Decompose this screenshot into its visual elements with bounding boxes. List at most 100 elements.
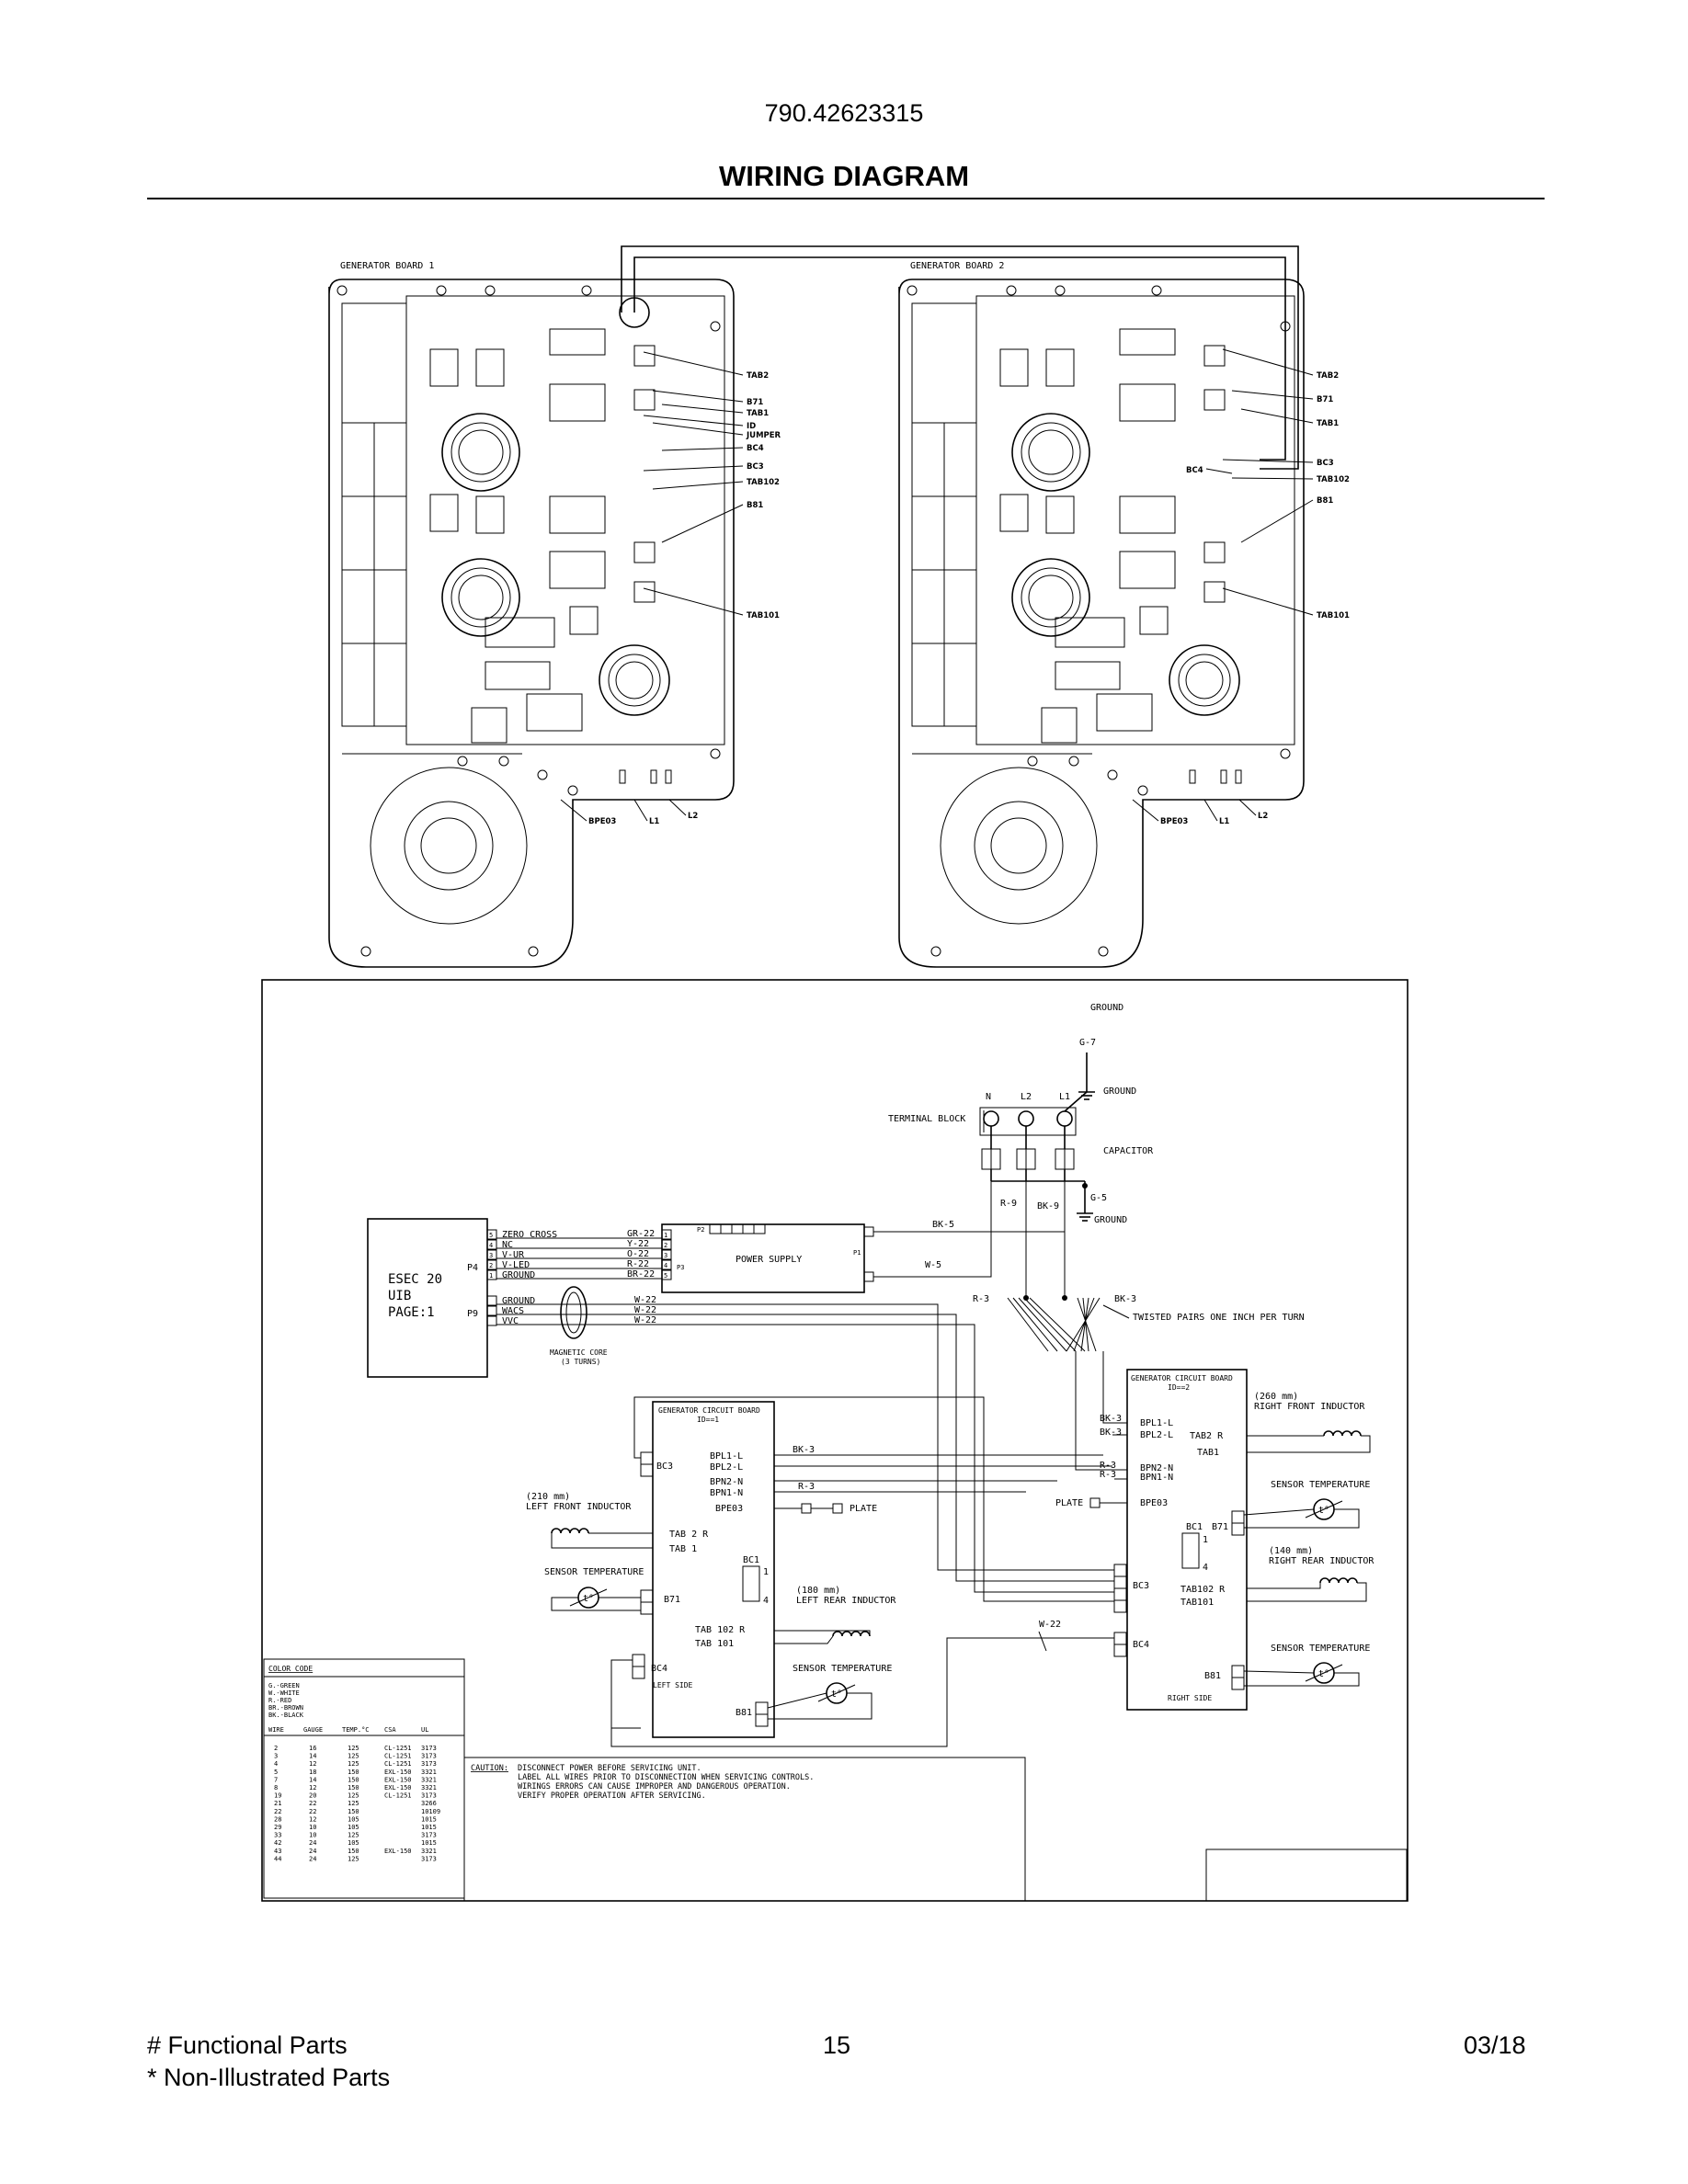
bc4-pin	[632, 1654, 645, 1667]
bk3-label: BK-3	[1114, 1294, 1136, 1304]
board1-leader	[661, 504, 744, 543]
right-bpl1-label: BPL1-L	[1140, 1418, 1173, 1428]
board2-callout-label: L2	[1258, 812, 1268, 821]
board2-leader	[1240, 499, 1314, 543]
component	[1119, 551, 1176, 589]
fan-hub	[420, 817, 477, 874]
p1-pin	[863, 1271, 874, 1282]
color-code-cell: 8	[274, 1784, 278, 1792]
board1-callout-label: TAB1	[747, 409, 769, 418]
mounting-hole	[1068, 756, 1079, 767]
left-rear-inductor-label: LEFT REAR INDUCTOR	[796, 1596, 896, 1606]
p2-pin	[720, 1223, 733, 1234]
fan-outer	[370, 767, 528, 925]
right-tab101-label: TAB101	[1180, 1598, 1214, 1608]
left-bpl1-label: BPL1-L	[710, 1451, 743, 1462]
bc3-pin	[1113, 1575, 1127, 1589]
b71-pin	[640, 1601, 654, 1615]
toroid-inner	[458, 429, 504, 475]
toroid-ring	[1178, 654, 1231, 707]
color-code-cell: 14	[309, 1753, 316, 1760]
board2-title: GENERATOR BOARD 2	[910, 261, 1004, 271]
color-code-cell: 24	[309, 1855, 316, 1862]
mounting-hole	[1098, 946, 1109, 957]
p4-pin-label: V-UR	[502, 1250, 525, 1260]
toroid-outer	[599, 644, 670, 716]
sensor-wire	[1243, 1508, 1315, 1516]
toroid-ring	[608, 654, 661, 707]
board2-callout-label: TAB1	[1317, 419, 1339, 428]
board2-callout-label: BPE03	[1160, 817, 1188, 826]
toroid-outer	[1011, 558, 1090, 637]
w22-wire	[496, 1314, 1114, 1582]
mounting-hole	[581, 285, 592, 296]
mounting-hole	[436, 285, 447, 296]
component	[1055, 661, 1121, 690]
bc4-wire	[610, 1659, 641, 1729]
color-code-cell: 20	[309, 1792, 316, 1800]
mounting-hole	[710, 748, 721, 759]
board1-callout-label: B71	[747, 398, 763, 407]
inter-board-cable	[621, 245, 1299, 470]
b81-pin	[1231, 1665, 1245, 1678]
mounting-hole	[710, 321, 721, 332]
color-code-cell: 28	[274, 1815, 281, 1823]
p4-pin	[486, 1249, 497, 1260]
inductor-wire	[1247, 1582, 1367, 1602]
terminal-post	[1220, 769, 1227, 784]
color-code-cell: 150	[348, 1848, 359, 1855]
bk9-label: BK-9	[1037, 1201, 1059, 1211]
thermistor-mark: t°	[583, 1594, 594, 1604]
p4-pin-label: ZERO CROSS	[502, 1230, 557, 1240]
right-bc3-label: BC3	[1133, 1581, 1149, 1591]
inter-board-cable	[633, 256, 1286, 461]
right-bk3b-label: BK-3	[1100, 1428, 1122, 1438]
cable-grommet	[619, 297, 650, 328]
twisted-pair	[1082, 1297, 1089, 1352]
right-side-label: RIGHT SIDE	[1168, 1694, 1212, 1702]
left-board-title: GENERATOR CIRCUIT BOARD	[658, 1406, 760, 1415]
right-tab102-label: TAB102 R	[1180, 1585, 1226, 1595]
b81-pin	[755, 1701, 769, 1715]
p3-pin	[661, 1269, 672, 1280]
p4-pin-number: 2	[489, 1262, 493, 1269]
left-tab1-label: TAB 1	[669, 1544, 697, 1554]
p4-pin	[486, 1229, 497, 1240]
board1-leader	[643, 351, 744, 376]
mounting-hole	[360, 946, 371, 957]
color-code-header: WIRE	[268, 1726, 284, 1734]
color-code-cell: 24	[309, 1839, 316, 1847]
w22-wire	[496, 1324, 1114, 1593]
color-code-cell: 3173	[421, 1792, 437, 1800]
ground-symbol-top	[1078, 1091, 1095, 1100]
color-code-cell: EXL-150	[384, 1784, 412, 1792]
w22-wire	[496, 1303, 1114, 1571]
right-tab1-label: TAB1	[1197, 1448, 1219, 1458]
component	[549, 495, 606, 534]
color-code-entry: BR.-BROWN	[268, 1704, 303, 1712]
p3-pin-number: 3	[664, 1252, 667, 1259]
ground-link	[1064, 1091, 1088, 1112]
left-bc3-label: BC3	[656, 1462, 673, 1472]
toroid-inner	[1028, 574, 1074, 620]
bc1-connector	[1181, 1532, 1200, 1569]
p9-pin	[486, 1295, 497, 1306]
bc3-pin	[640, 1463, 654, 1477]
board2-leader	[1222, 459, 1314, 463]
color-code-table: COLOR CODEG.-GREENW.-WHITER.-REDBR.-BROW…	[263, 1658, 465, 1899]
left-tab2-label: TAB 2 R	[669, 1530, 709, 1540]
right-bc1-label: BC1	[1186, 1522, 1203, 1532]
left-sensor2-label: SENSOR TEMPERATURE	[793, 1664, 892, 1674]
p3-label: P3	[677, 1264, 684, 1271]
thermistor-slash	[569, 1588, 608, 1607]
color-code-header: UL	[421, 1726, 428, 1734]
component	[1096, 693, 1153, 732]
terminal-screw	[1056, 1110, 1073, 1127]
right-rear-inductor-label: RIGHT REAR INDUCTOR	[1269, 1556, 1374, 1566]
component	[1041, 707, 1078, 744]
ground-label: GROUND	[1090, 1003, 1123, 1013]
board1-callout-label: L1	[649, 817, 659, 826]
board1-callout-label: TAB101	[747, 611, 780, 620]
right-bpe03-label: BPE03	[1140, 1498, 1168, 1508]
